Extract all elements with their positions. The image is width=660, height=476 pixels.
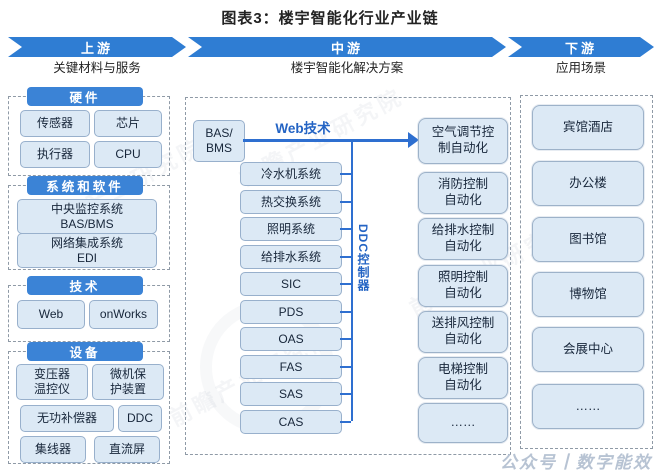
software-item: 网络集成系统 EDI xyxy=(17,233,157,268)
stage-arrow-downstream: 下游 xyxy=(508,37,654,57)
automation-box: 给排水控制 自动化 xyxy=(418,218,508,260)
source-watermark: 公众号丨数字能效 xyxy=(500,453,652,472)
stage-arrow-downstream-label: 下游 xyxy=(564,40,597,56)
connector-line xyxy=(340,338,351,340)
equipment-item: 微机保 护装置 xyxy=(92,364,164,400)
equipment-item: 变压器 温控仪 xyxy=(16,364,88,400)
automation-box: …… xyxy=(418,403,508,443)
bas-bms-box: BAS/ BMS xyxy=(193,120,245,162)
hardware-item: CPU xyxy=(94,141,162,168)
scenario-box: 宾馆酒店 xyxy=(532,105,644,150)
midstream-section xyxy=(185,97,511,455)
hardware-item: 传感器 xyxy=(20,110,90,137)
connector-line xyxy=(340,421,351,423)
automation-box: 电梯控制 自动化 xyxy=(418,357,508,399)
connector-line xyxy=(340,256,351,258)
system-box: PDS xyxy=(240,300,342,324)
upstream-hardware-header: 硬件 xyxy=(27,87,143,106)
scenario-box: 图书馆 xyxy=(532,217,644,262)
ddc-controller-label: DDC控制器 xyxy=(356,224,370,292)
upstream-software-header: 系统和软件 xyxy=(27,176,143,195)
chart-title: 图表3：楼宇智能化行业产业链 xyxy=(221,10,439,27)
equipment-item: DDC xyxy=(118,405,162,432)
equipment-item: 直流屏 xyxy=(94,436,160,463)
ddc-trunk-line xyxy=(351,140,353,421)
downstream-section xyxy=(520,95,653,449)
system-box: FAS xyxy=(240,355,342,379)
software-item: 中央监控系统 BAS/BMS xyxy=(17,199,157,234)
stage-subtitle-downstream: 应用场景 xyxy=(555,60,606,75)
technology-item: Web xyxy=(17,300,85,329)
automation-box: 消防控制 自动化 xyxy=(418,172,508,214)
technology-item: onWorks xyxy=(89,300,158,329)
automation-box: 照明控制 自动化 xyxy=(418,265,508,307)
automation-box: 空气调节控 制自动化 xyxy=(418,118,508,164)
system-box: SIC xyxy=(240,272,342,296)
system-box: SAS xyxy=(240,382,342,406)
system-box: 热交换系统 xyxy=(240,190,342,214)
upstream-equipment-header: 设备 xyxy=(27,342,143,361)
upstream-technology-header: 技术 xyxy=(27,276,143,295)
system-box: CAS xyxy=(240,410,342,434)
equipment-item: 集线器 xyxy=(20,436,86,463)
connector-line xyxy=(340,283,351,285)
scenario-box: 办公楼 xyxy=(532,161,644,206)
scenario-box: 会展中心 xyxy=(532,327,644,372)
scenario-box: …… xyxy=(532,384,644,429)
stage-arrow-midstream-label: 中游 xyxy=(330,40,363,56)
web-tech-label: Web技术 xyxy=(275,121,331,136)
stage-subtitle-midstream: 楼宇智能化解决方案 xyxy=(290,60,404,75)
automation-box: 送排风控制 自动化 xyxy=(418,311,508,353)
stage-arrow-midstream: 中游 xyxy=(188,37,506,57)
connector-line xyxy=(340,311,351,313)
system-box: 给排水系统 xyxy=(240,245,342,269)
scenario-box: 博物馆 xyxy=(532,272,644,317)
stage-arrow-upstream-label: 上游 xyxy=(80,40,113,56)
equipment-item: 无功补偿器 xyxy=(20,405,114,432)
connector-line xyxy=(340,228,351,230)
connector-line xyxy=(340,366,351,368)
system-box: 照明系统 xyxy=(240,217,342,241)
connector-line xyxy=(340,393,351,395)
stage-arrow-upstream: 上游 xyxy=(8,37,186,57)
web-arrow-head xyxy=(408,132,419,148)
hardware-item: 执行器 xyxy=(20,141,90,168)
system-box: 冷水机系统 xyxy=(240,162,342,186)
stage-subtitle-upstream: 关键材料与服务 xyxy=(53,60,141,75)
system-box: OAS xyxy=(240,327,342,351)
hardware-item: 芯片 xyxy=(94,110,162,137)
connector-line xyxy=(340,173,351,175)
web-arrow-line xyxy=(243,139,409,142)
connector-line xyxy=(340,201,351,203)
